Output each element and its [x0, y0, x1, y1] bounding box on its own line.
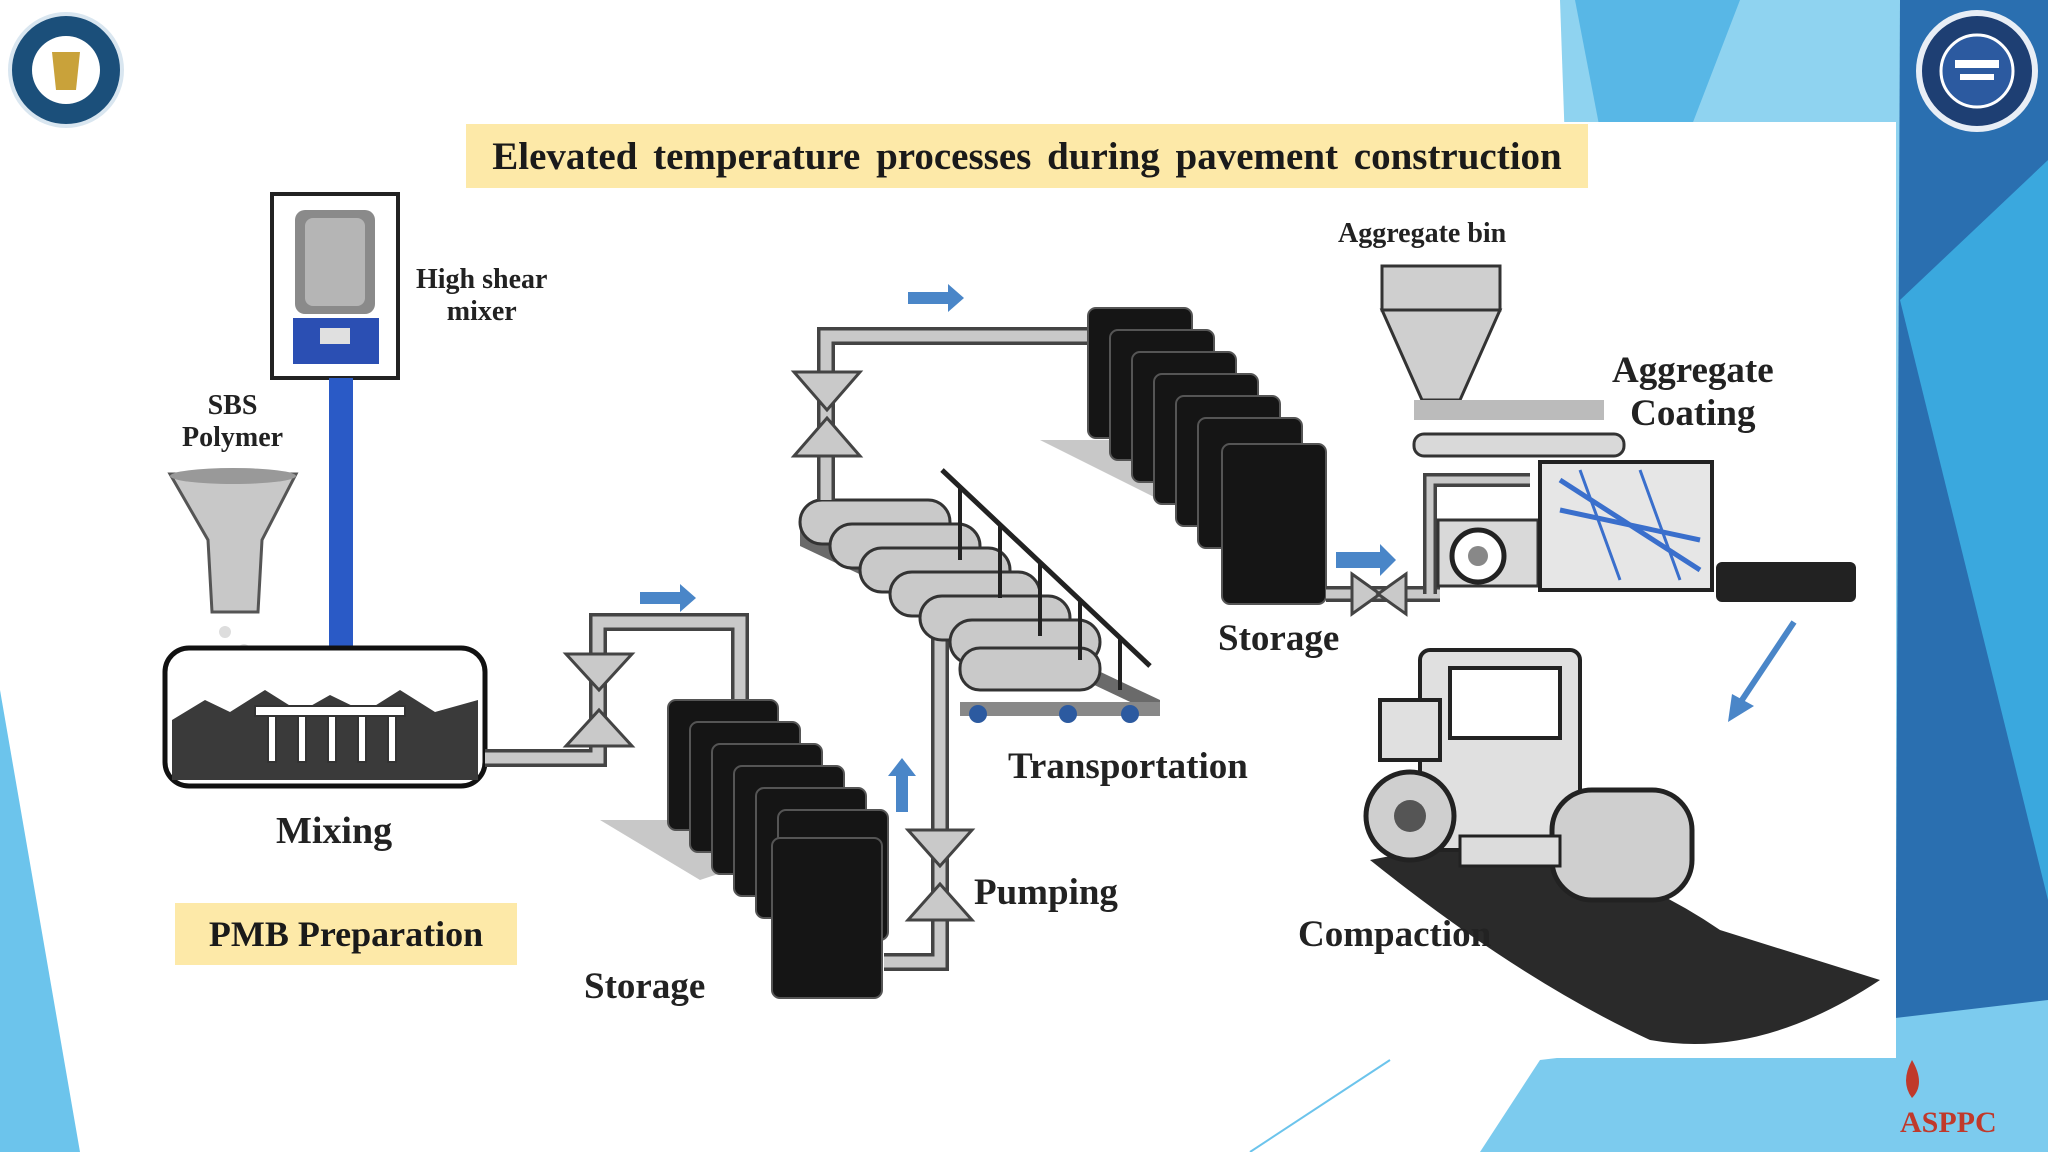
label-aggregate-coating-line2: Coating	[1630, 392, 1756, 434]
valve-right	[1350, 571, 1408, 617]
arrow-diagonal-head	[1728, 694, 1754, 722]
diagram-title-text: Elevated temperature processes during pa…	[492, 134, 1562, 178]
coating-drum	[1423, 460, 1856, 602]
label-pumping: Pumping	[974, 872, 1118, 913]
arrow-right-2	[908, 284, 964, 312]
arrow-diagonal-shaft	[1739, 620, 1797, 702]
bg-shape-right-accent	[1900, 160, 2048, 900]
label-high-shear-line2: mixer	[446, 296, 517, 328]
arrow-up	[888, 758, 916, 812]
bg-shape-left-edge	[0, 690, 80, 1152]
label-sbs-line1: SBS	[207, 390, 258, 421]
label-mixing: Mixing	[276, 810, 393, 852]
valve-left	[562, 652, 636, 748]
label-storage-right: Storage	[1218, 618, 1340, 659]
bg-thin-line	[1249, 1059, 1391, 1152]
asppc-logo-text: ASPPC	[1900, 1106, 1997, 1139]
label-high-shear-mixer: High shear mixer	[416, 264, 547, 328]
label-aggregate-bin: Aggregate bin	[1338, 218, 1507, 249]
diagram-title: Elevated temperature processes during pa…	[466, 124, 1588, 188]
label-pmb-preparation-text: PMB Preparation	[208, 914, 484, 954]
certification-seal	[1916, 10, 2038, 132]
asppc-logo: ASPPC	[1900, 1060, 1997, 1139]
label-storage-left: Storage	[584, 966, 706, 1007]
label-sbs-line2: Polymer	[182, 422, 284, 454]
bg-shape-top-right-mid	[1575, 0, 1740, 130]
valve-pump	[904, 828, 976, 922]
aggregate-bin	[1379, 264, 1626, 458]
label-sbs-polymer: SBS Polymer	[182, 390, 283, 454]
transport-truck	[798, 468, 1160, 723]
label-compaction: Compaction	[1298, 914, 1492, 955]
label-aggregate-coating: Aggregate Coating	[1612, 350, 1774, 435]
mixing-tank	[162, 645, 488, 789]
arrow-right-3	[1336, 544, 1396, 576]
ministry-of-petroleum-seal	[8, 12, 124, 128]
high-shear-mixer	[270, 192, 400, 380]
bg-shape-bottom-right	[1480, 1000, 2048, 1152]
compaction-roller	[1363, 648, 1880, 1044]
valve-top	[790, 370, 864, 458]
label-high-shear-line1: High shear	[416, 264, 548, 295]
label-pmb-preparation: PMB Preparation	[175, 903, 517, 965]
arrow-right-1	[640, 584, 696, 612]
label-transportation: Transportation	[1008, 746, 1248, 787]
storage-drums-left	[600, 699, 889, 999]
label-aggregate-coating-line1: Aggregate	[1612, 350, 1774, 391]
storage-drums-right	[1040, 307, 1327, 605]
